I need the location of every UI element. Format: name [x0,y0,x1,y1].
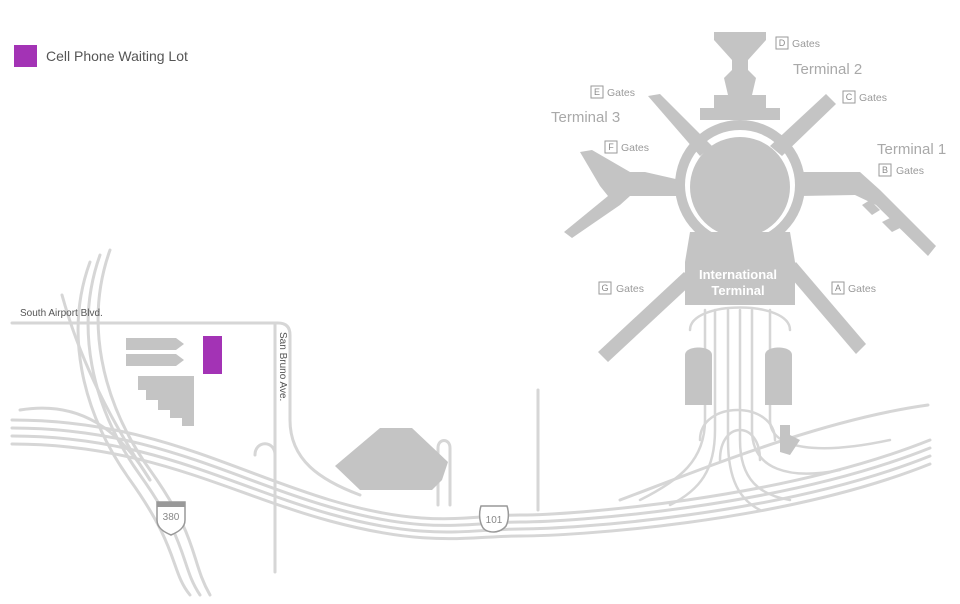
san-bruno-ave-label: San Bruno Ave. [277,332,288,401]
svg-text:A: A [835,283,841,293]
svg-text:F: F [608,142,614,152]
gate-g-label: G Gates [598,281,644,295]
legend-label: Cell Phone Waiting Lot [46,48,188,64]
cell-phone-waiting-lot [203,336,222,374]
highway-380 [18,248,212,597]
legend-swatch [14,45,37,67]
airport-access-roads [638,306,892,512]
pier-d [714,32,766,108]
svg-text:G: G [601,283,608,293]
international-label-1: International [699,267,777,282]
south-airport-blvd [10,321,362,497]
gate-c-label: C Gates [842,90,887,104]
svg-text:Gates: Gates [616,283,644,295]
svg-text:C: C [846,92,853,102]
gate-a-label: A Gates [831,281,876,295]
svg-text:B: B [882,165,888,175]
svg-text:E: E [594,87,600,97]
svg-text:101: 101 [486,515,503,526]
svg-text:Gates: Gates [792,38,820,50]
svg-text:Gates: Gates [607,87,635,99]
interstate-380-shield: 380 [156,501,186,536]
terminal-2-label: Terminal 2 [793,61,862,78]
svg-text:380: 380 [163,512,180,523]
map-legend: Cell Phone Waiting Lot [14,45,188,67]
gate-d-label: D Gates [775,36,820,50]
highway-101 [10,403,932,541]
international-label-2: Terminal [711,283,764,298]
roads-layer [10,248,932,597]
gate-f-label: F Gates [604,140,649,154]
svg-text:Gates: Gates [859,92,887,104]
svg-text:Gates: Gates [848,283,876,295]
svg-text:D: D [779,38,786,48]
terminal-1-label: Terminal 1 [877,141,946,158]
gate-b-label: B Gates [878,163,924,177]
svg-text:Gates: Gates [896,165,924,177]
airport-structures [126,32,936,490]
us-101-shield: 101 [478,505,510,533]
gate-e-label: E Gates [590,85,635,99]
south-airport-blvd-label: South Airport Blvd. [20,308,103,319]
svg-text:Gates: Gates [621,142,649,154]
terminal-3-label: Terminal 3 [551,109,620,126]
